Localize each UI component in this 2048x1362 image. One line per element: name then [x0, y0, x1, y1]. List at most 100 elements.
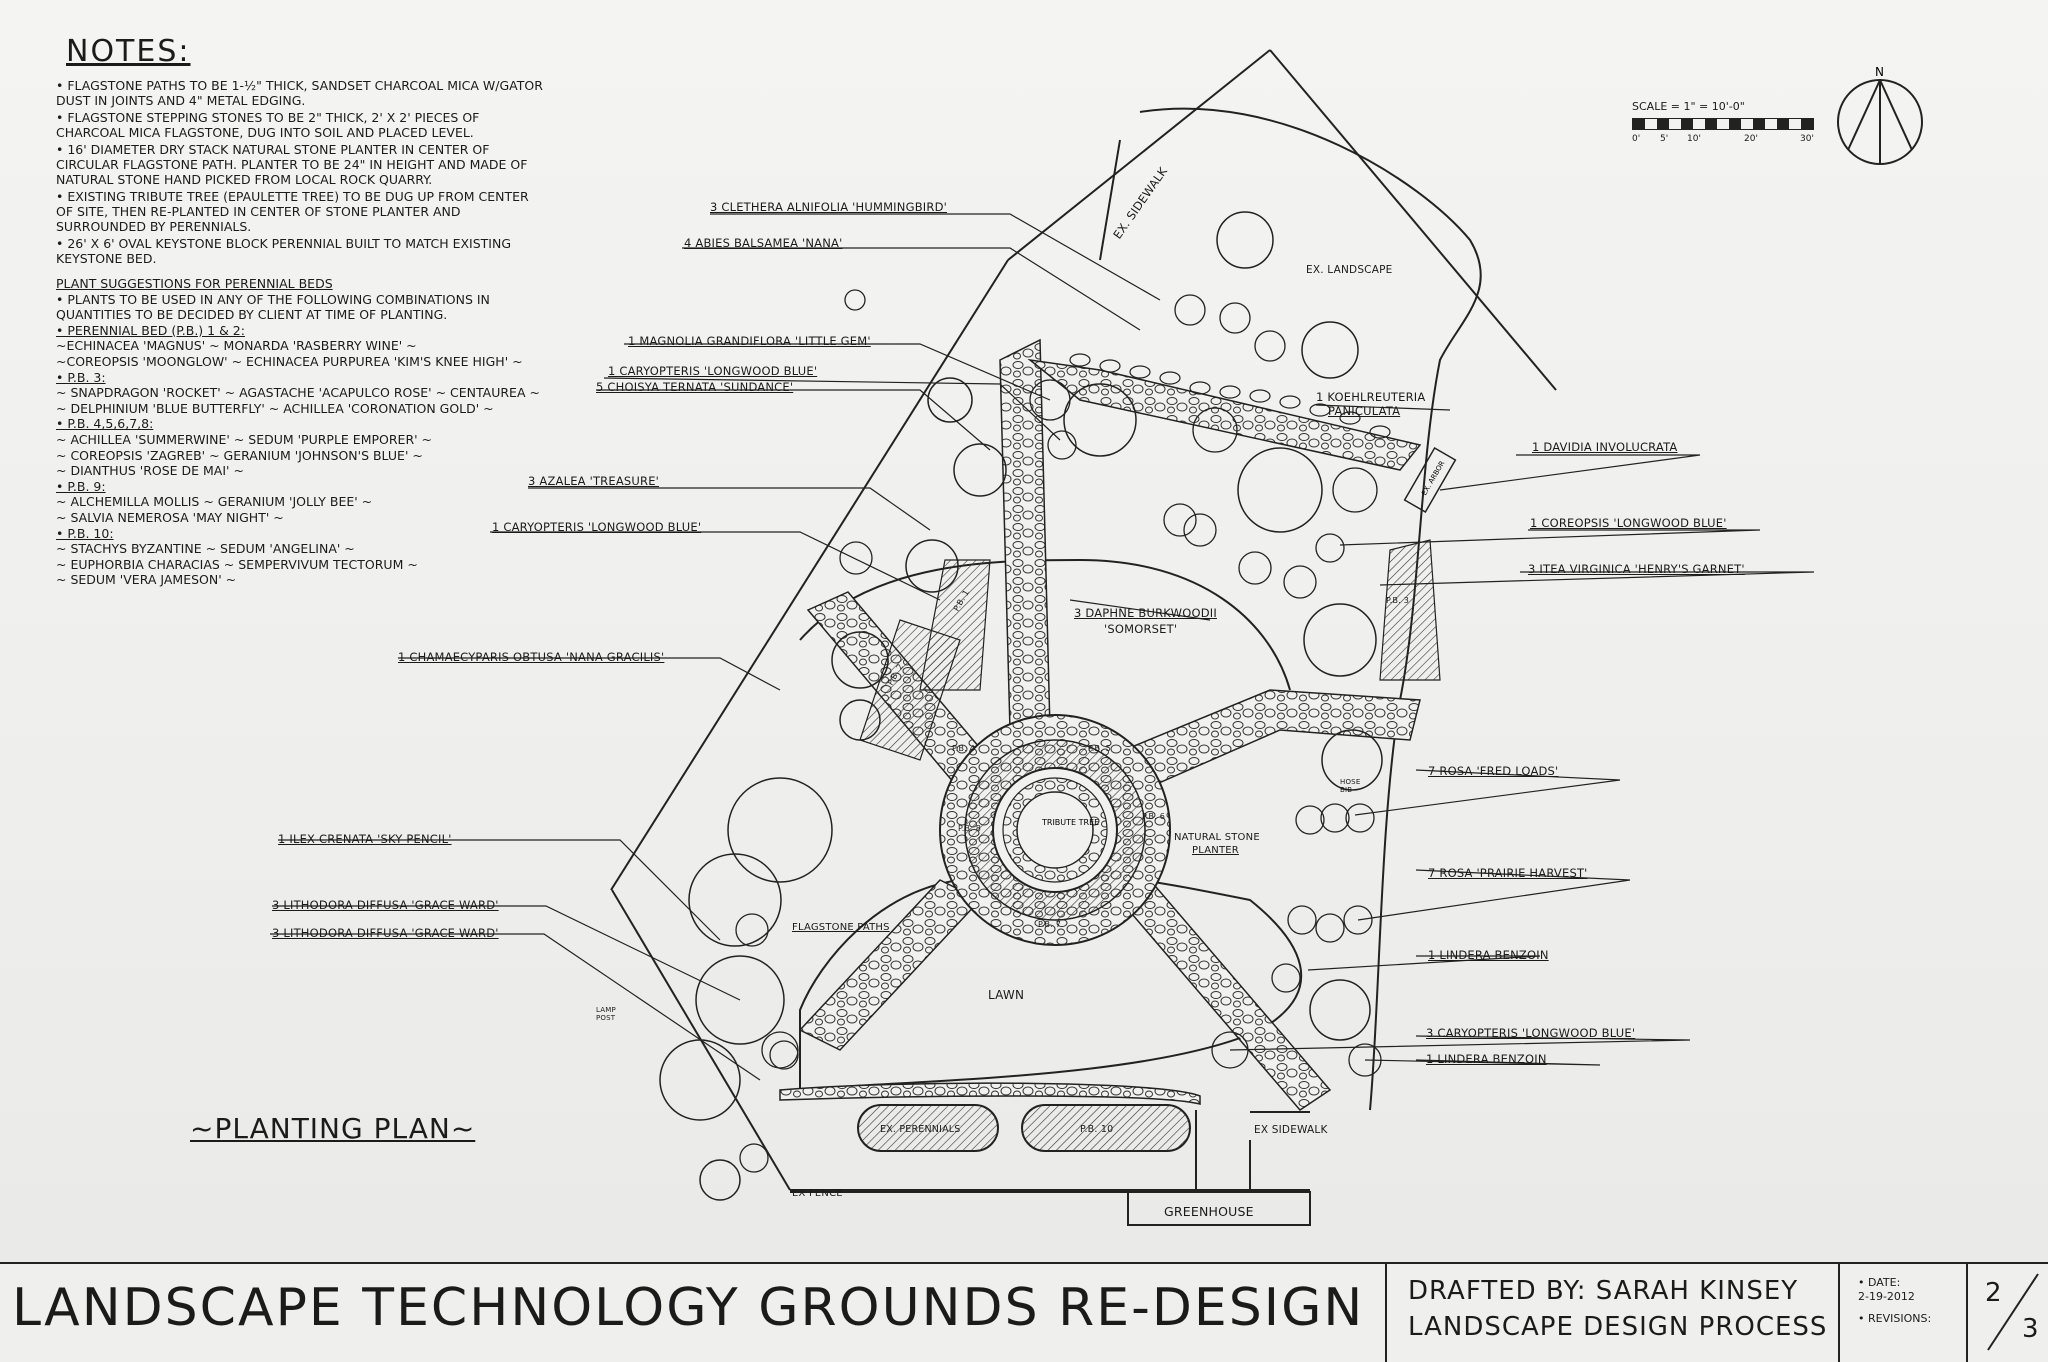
label-koelreuteria-species: PANICULATA — [1328, 404, 1401, 418]
revisions-label: • REVISIONS: — [1858, 1312, 1932, 1325]
label-koelreuteria: 1 KOEHLREUTERIA — [1316, 390, 1426, 404]
north-letter: N — [1875, 65, 1884, 79]
label-ex-landscape: EX. LANDSCAPE — [1306, 264, 1393, 276]
label-caryopteris-b: 1 CARYOPTERIS 'LONGWOOD BLUE' — [492, 520, 702, 534]
label-planter: PLANTER — [1192, 845, 1239, 856]
ex-arbor: EX. ARBOR — [1403, 446, 1457, 514]
leader-lines — [270, 213, 1815, 1081]
label-rosa-fred: 7 ROSA 'FRED LOADS' — [1428, 764, 1559, 778]
plant-suggestions-heading: PLANT SUGGESTIONS FOR PERENNIAL BEDS — [56, 276, 333, 291]
label-choisya: 5 CHOISYA TERNATA 'SUNDANCE' — [596, 380, 794, 394]
title-block-divider — [1385, 1264, 1387, 1362]
group-line: ~ECHINACEA 'MAGNUS' ~ MONARDA 'RASBERRY … — [56, 338, 417, 354]
tribute-tree-label: TRIBUTE TREE — [1041, 818, 1099, 827]
label-lithodora-a: 3 LITHODORA DIFFUSA 'GRACE WARD' — [272, 898, 499, 912]
group-heading: • P.B. 3: — [56, 369, 106, 385]
label-magnolia: 1 MAGNOLIA GRANDIFLORA 'LITTLE GEM' — [628, 334, 871, 348]
sheet-total: 3 — [2022, 1314, 2039, 1344]
label-davidia: 1 DAVIDIA INVOLUCRATA — [1532, 440, 1678, 454]
scale-tick: 30' — [1800, 134, 1814, 144]
label-azalea: 3 AZALEA 'TREASURE' — [528, 474, 660, 488]
plant-suggestions: PLANT SUGGESTIONS FOR PERENNIAL BEDS • P… — [56, 276, 556, 588]
design-process: LANDSCAPE DESIGN PROCESS — [1408, 1312, 1828, 1342]
perennial-bed-3 — [1379, 539, 1441, 681]
sheet-number-slash — [1987, 1273, 2039, 1351]
label-daphne: 3 DAPHNE BURKWOODII — [1074, 606, 1217, 620]
note-item: • FLAGSTONE STEPPING STONES TO BE 2" THI… — [56, 110, 480, 140]
group-line: ~ DIANTHUS 'ROSE DE MAI' ~ — [56, 463, 244, 479]
group-heading: • P.B. 9: — [56, 478, 106, 494]
label-pb6: P.B. 6 — [1142, 812, 1165, 821]
stone-planter: TRIBUTE TREE — [939, 714, 1171, 946]
label-lithodora-b: 3 LITHODORA DIFFUSA 'GRACE WARD' — [272, 926, 499, 940]
label-pb7: P.B. 7 — [1038, 920, 1061, 929]
label-lamp-post: LAMP POST — [596, 1006, 616, 1022]
group-line: ~COREOPSIS 'MOONGLOW' ~ ECHINACEA PURPUR… — [56, 353, 523, 369]
lawn-area — [799, 870, 1303, 1092]
scale-bar — [1632, 118, 1814, 130]
plant-symbols — [659, 211, 1383, 1201]
oval-perennial-beds — [857, 1104, 1191, 1152]
planting-plan-title: ~PLANTING PLAN~ — [190, 1112, 476, 1145]
group-line: ~ COREOPSIS 'ZAGREB' ~ GERANIUM 'JOHNSON… — [56, 447, 423, 463]
plant-suggestions-intro: • PLANTS TO BE USED IN ANY OF THE FOLLOW… — [56, 291, 490, 323]
drafted-by: DRAFTED BY: SARAH KINSEY — [1408, 1276, 1799, 1306]
shrub-symbols — [735, 289, 1382, 1173]
group-heading: • P.B. 10: — [56, 525, 114, 541]
note-item: • EXISTING TRIBUTE TREE (EPAULETTE TREE)… — [56, 189, 529, 234]
label-pb5: P.B. 5 — [1088, 744, 1111, 753]
group-heading: • PERENNIAL BED (P.B.) 1 & 2: — [56, 322, 245, 338]
note-item: • 26' x 6' OVAL KEYSTONE BLOCK PERENNIAL… — [56, 236, 512, 266]
greenhouse-structure — [1127, 1110, 1311, 1226]
label-flagstone-paths: FLAGSTONE PATHS — [792, 922, 890, 933]
group-line: ~ DELPHINIUM 'BLUE BUTTERFLY' ~ ACHILLEA… — [56, 400, 494, 416]
label-lindera-a: 1 LINDERA BENZOIN — [1428, 948, 1549, 962]
label-abies: 4 ABIES BALSAMEA 'NANA' — [684, 236, 843, 250]
label-rosa-prairie: 7 ROSA 'PRAIRIE HARVEST' — [1428, 866, 1588, 880]
lawn-arc — [799, 558, 1291, 691]
notes-title: NOTES: — [66, 34, 191, 69]
label-clethera: 3 CLETHERA ALNIFOLIA 'HUMMINGBIRD' — [710, 200, 947, 214]
group-line: ~ EUPHORBIA CHARACIAS ~ SEMPERVIVUM TECT… — [56, 556, 418, 572]
sheet-number: 2 — [1985, 1278, 2002, 1308]
label-lindera-b: 1 LINDERA BENZOIN — [1426, 1052, 1547, 1066]
title-block-divider — [1838, 1264, 1840, 1362]
label-caryopteris-c: 3 CARYOPTERIS 'LONGWOOD BLUE' — [1426, 1026, 1636, 1040]
date-label: • DATE: — [1858, 1276, 1901, 1289]
stepping-stones — [1069, 353, 1391, 439]
label-chamaecyparis: 1 CHAMAECYPARIS OBTUSA 'NANA GRACILIS' — [398, 650, 665, 664]
group-line: ~ SALVIA NEMEROSA 'MAY NIGHT' ~ — [56, 509, 284, 525]
notes-list: • FLAGSTONE PATHS TO BE 1-½" THICK, SAND… — [56, 78, 546, 268]
label-natural-stone: NATURAL STONE — [1174, 832, 1260, 843]
scale-tick: 20' — [1744, 134, 1758, 144]
label-pb3: P.B. 3 — [1386, 596, 1409, 605]
label-ex-perennials: EX. PERENNIALS — [880, 1124, 961, 1135]
label-pb8: P.B. 8 — [958, 824, 981, 833]
label-greenhouse: GREENHOUSE — [1164, 1204, 1254, 1219]
note-item: • 16' DIAMETER DRY STACK NATURAL STONE P… — [56, 142, 528, 187]
note-item: • FLAGSTONE PATHS TO BE 1-½" THICK, SAND… — [56, 78, 543, 108]
sheet-main-title: LANDSCAPE TECHNOLOGY GROUNDS RE-DESIGN — [12, 1278, 1365, 1338]
group-line: ~ SNAPDRAGON 'ROCKET' ~ AGASTACHE 'ACAPU… — [56, 385, 540, 401]
north-arrow-icon: N — [1837, 65, 1923, 165]
label-itea: 3 ITEA VIRGINICA 'HENRY'S GARNET' — [1528, 562, 1745, 576]
label-daphne-cultivar: 'SOMORSET' — [1104, 622, 1178, 636]
group-line: ~ ACHILLEA 'SUMMERWINE' ~ SEDUM 'PURPLE … — [56, 431, 433, 447]
perennial-beds — [859, 539, 1441, 761]
group-line: ~ STACHYS BYZANTINE ~ SEDUM 'ANGELINA' ~ — [56, 541, 355, 557]
label-ex-sidewalk-bottom: EX SIDEWALK — [1254, 1124, 1328, 1136]
group-line: ~ SEDUM 'VERA JAMESON' ~ — [56, 572, 237, 588]
scale-text: SCALE = 1" = 10'-0" — [1632, 100, 1745, 113]
label-ex-fence: EX FENCE — [792, 1188, 843, 1199]
title-block: LANDSCAPE TECHNOLOGY GROUNDS RE-DESIGN D… — [0, 1262, 2048, 1362]
scale-tick: 0' — [1632, 134, 1641, 144]
site-boundary — [610, 49, 1557, 1191]
date-value: 2-19-2012 — [1858, 1290, 1915, 1303]
perennial-bed-2 — [859, 619, 961, 761]
title-block-divider — [1966, 1264, 1968, 1362]
label-lawn: LAWN — [988, 988, 1025, 1002]
group-line: ~ ALCHEMILLA MOLLIS ~ GERANIUM 'JOLLY BE… — [56, 494, 373, 510]
label-pb10: P.B. 10 — [1080, 1124, 1114, 1135]
